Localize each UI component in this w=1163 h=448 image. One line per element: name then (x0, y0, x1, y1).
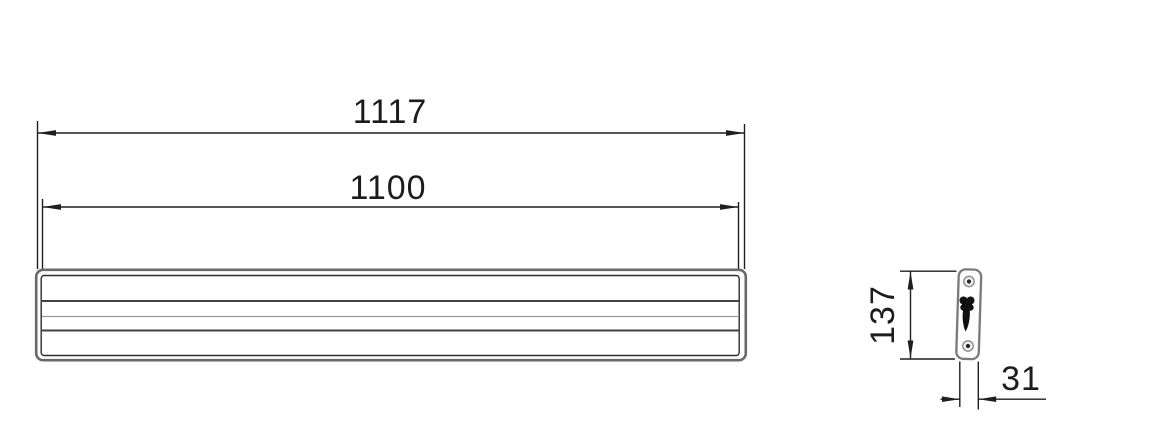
side-view: 137 31 (864, 268, 1046, 410)
arrowhead-left-icon (978, 396, 997, 402)
dimension-height: 137 (864, 270, 957, 360)
screw-hole-bottom-center (965, 343, 971, 349)
rail-outer-profile (34, 268, 748, 362)
rail-front-outline (34, 268, 748, 362)
screw-hole-top-center (966, 279, 972, 284)
screw-holes (962, 275, 975, 352)
arrowhead-down-icon (907, 340, 914, 359)
dimension-depth: 31 (940, 360, 1046, 410)
rail-inner-profile (40, 274, 740, 357)
dimension-label-inner-length: 1100 (349, 169, 426, 207)
arrowhead-up-icon (907, 271, 914, 290)
arrowhead-left-icon (37, 130, 56, 136)
dimension-label-depth: 31 (1001, 360, 1041, 398)
front-view: 1117 1100 (34, 93, 748, 362)
mounting-clip-icon (959, 296, 975, 332)
arrowhead-right-icon (720, 204, 739, 210)
arrowhead-left-icon (42, 204, 61, 210)
arrowhead-right-icon (726, 130, 745, 136)
arrowhead-right-icon (942, 396, 960, 402)
dimension-label-height: 137 (864, 285, 902, 345)
dimension-label-overall-length: 1117 (353, 93, 428, 131)
dimension-inner-length: 1100 (41, 169, 740, 269)
dimension-overall-length: 1117 (36, 93, 746, 269)
